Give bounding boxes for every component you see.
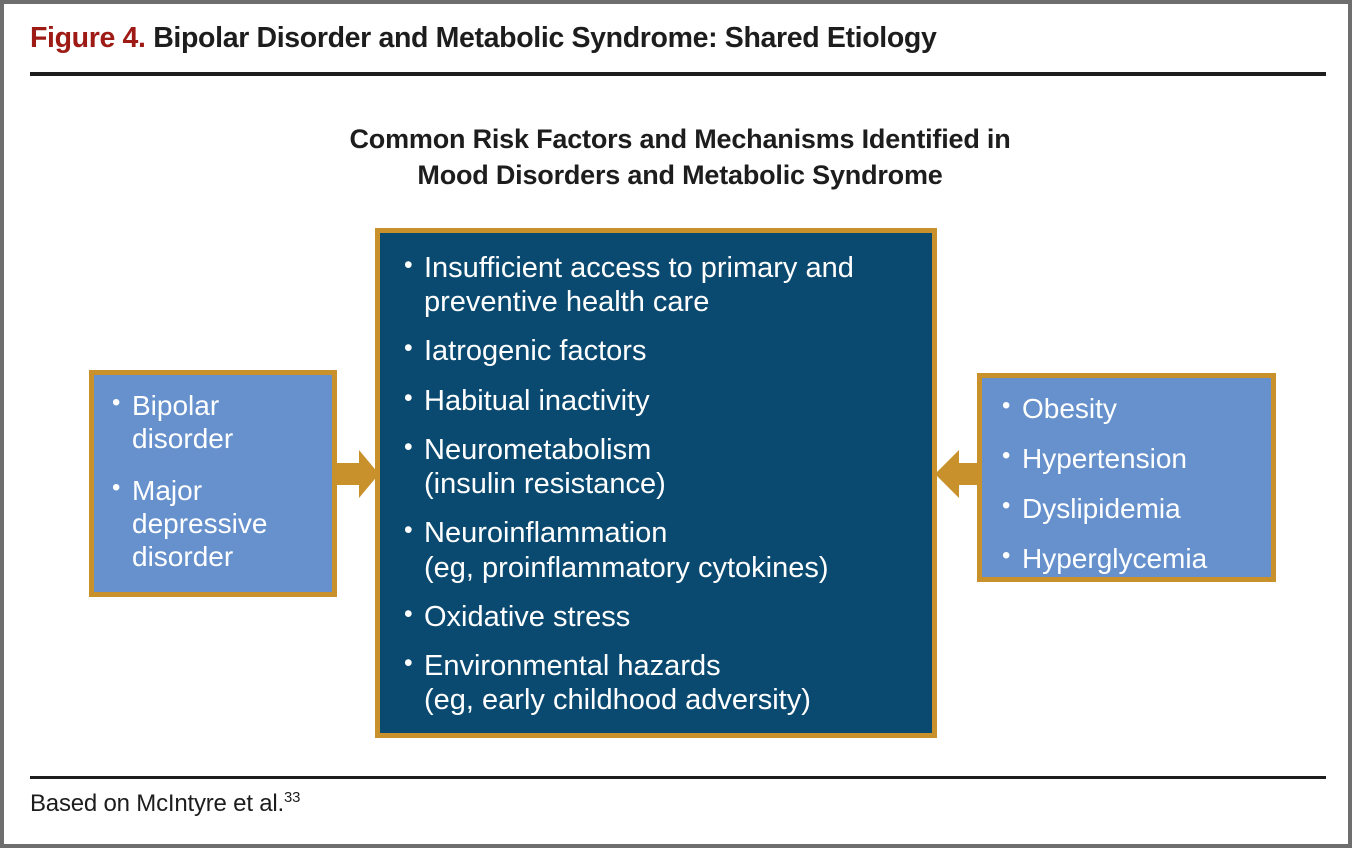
node-metabolic-syndrome: Obesity Hypertension Dyslipidemia Hyperg… — [977, 373, 1276, 582]
list-item-main: Bipolar — [132, 390, 220, 421]
list-item-main: Insufficient access to primary and — [424, 252, 854, 284]
arrow-right-icon — [337, 447, 379, 501]
diagram-canvas: Bipolar disorder Major depressive disord… — [4, 4, 1348, 844]
list-item: Dyslipidemia — [1000, 492, 1261, 525]
figure-source-note: Based on McIntyre et al.33 — [30, 790, 300, 818]
list-item: Neurometabolism (insulin resistance) — [402, 433, 916, 501]
arrow-left-icon — [935, 447, 981, 501]
list-item-sub: (insulin resistance) — [424, 468, 666, 501]
list-item: Hypertension — [1000, 442, 1261, 475]
list-item: Iatrogenic factors — [402, 334, 916, 368]
list-item-main: Neuroinflammation — [424, 517, 668, 550]
list-item-main: Major — [132, 475, 203, 507]
list-item-main: Dyslipidemia — [1022, 493, 1181, 525]
list-item-sub: disorder — [132, 423, 234, 455]
diagram-heading-line-1: Common Risk Factors and Mechanisms Ident… — [349, 124, 1011, 154]
list-item-main: Hypertension — [1022, 443, 1187, 475]
list-item-main: Environmental hazards — [424, 649, 721, 682]
mood-disorders-list: Bipolar disorder Major depressive disord… — [110, 389, 322, 573]
list-item-main: Hyperglycemia — [1022, 543, 1208, 575]
list-item: Environmental hazards (eg, early childho… — [402, 649, 916, 717]
list-item-sub: depressive — [132, 508, 268, 540]
metabolic-syndrome-list: Obesity Hypertension Dyslipidemia Hyperg… — [1000, 392, 1261, 575]
node-common-risk-factors: Insufficient access to primary and preve… — [375, 228, 937, 738]
list-item: Insufficient access to primary and preve… — [402, 251, 916, 319]
list-item-main: Iatrogenic factors — [424, 335, 647, 368]
list-item-main: Oxidative stress — [424, 600, 631, 633]
list-item: Hyperglycemia — [1000, 542, 1261, 575]
list-item: Obesity — [1000, 392, 1261, 425]
list-item-sub2: disorder — [132, 541, 234, 573]
list-item-sub: preventive health care — [424, 286, 710, 319]
common-risk-factors-list: Insufficient access to primary and preve… — [402, 251, 916, 717]
node-mood-disorders: Bipolar disorder Major depressive disord… — [89, 370, 337, 597]
list-item-sub: (eg, early childhood adversity) — [424, 684, 811, 717]
footer-divider — [30, 776, 1326, 779]
list-item: Habitual inactivity — [402, 384, 916, 418]
source-text: Based on McIntyre et al. — [30, 790, 284, 817]
list-item: Bipolar disorder — [110, 389, 322, 455]
diagram-heading-line-2: Mood Disorders and Metabolic Syndrome — [417, 159, 943, 190]
list-item-main: Obesity — [1022, 393, 1117, 424]
diagram-heading: Common Risk Factors and Mechanisms Ident… — [4, 122, 1348, 194]
figure-title-text: Bipolar Disorder and Metabolic Syndrome:… — [153, 22, 937, 54]
list-item: Major depressive disorder — [110, 474, 322, 573]
source-reference-number: 33 — [284, 790, 301, 806]
list-item: Neuroinflammation (eg, proinflammatory c… — [402, 516, 916, 584]
list-item-main: Neurometabolism — [424, 433, 652, 466]
header-divider — [30, 72, 1326, 76]
figure-header: Figure 4. Bipolar Disorder and Metabolic… — [30, 22, 1326, 55]
page-title: Figure 4. Bipolar Disorder and Metabolic… — [30, 22, 1326, 55]
list-item: Oxidative stress — [402, 600, 916, 634]
list-item-sub: (eg, proinflammatory cytokines) — [424, 551, 829, 584]
list-item-main: Habitual inactivity — [424, 384, 650, 417]
figure-number: Figure 4. — [30, 22, 146, 54]
